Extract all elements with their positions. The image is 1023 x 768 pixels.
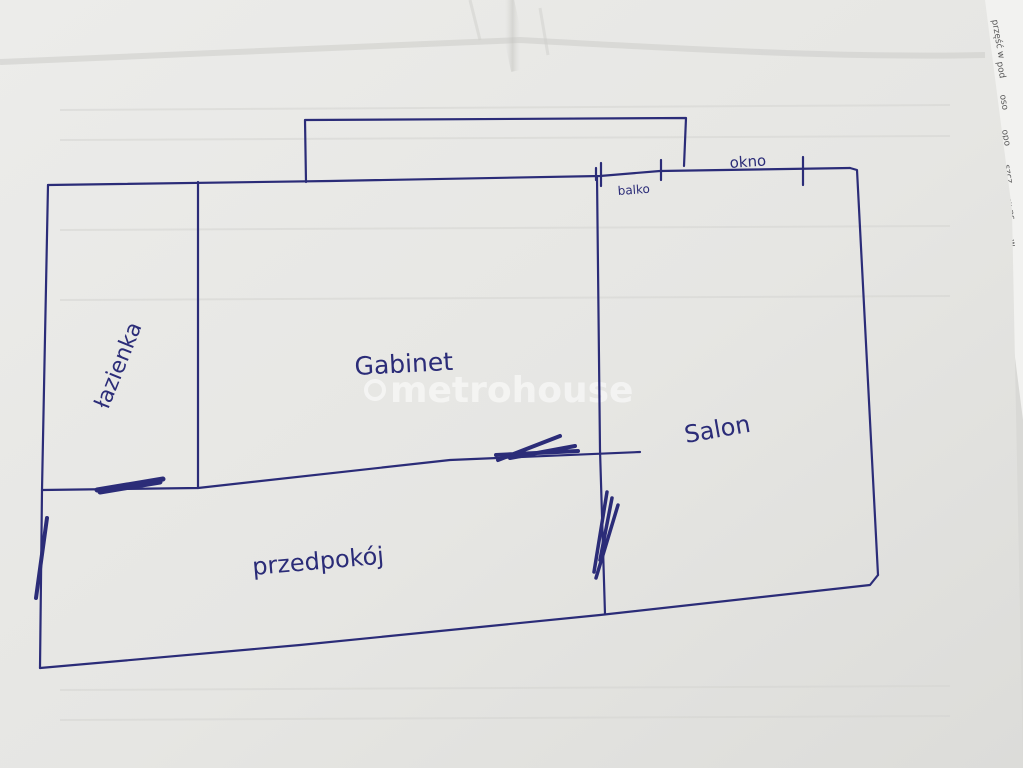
label-balkon: balko: [617, 182, 650, 198]
watermark: metrohouse: [364, 370, 633, 411]
room-label-gabinet: Gabinet: [354, 347, 454, 381]
gabinet-door: [494, 434, 580, 462]
right-wall: [848, 166, 880, 577]
watermark-text: metrohouse: [390, 370, 633, 411]
bottom-wall: [38, 573, 880, 670]
label-okno: okno: [729, 151, 767, 172]
balcony-outline: [303, 116, 688, 184]
svg-text:pod: pod: [994, 61, 1007, 79]
floor-plan-sketch: [38, 116, 880, 670]
entrance-door: [34, 516, 49, 600]
salon-door: [592, 490, 620, 580]
door-marks: [34, 434, 620, 600]
svg-text:oso: oso: [997, 94, 1010, 112]
bathroom-door: [94, 476, 166, 495]
